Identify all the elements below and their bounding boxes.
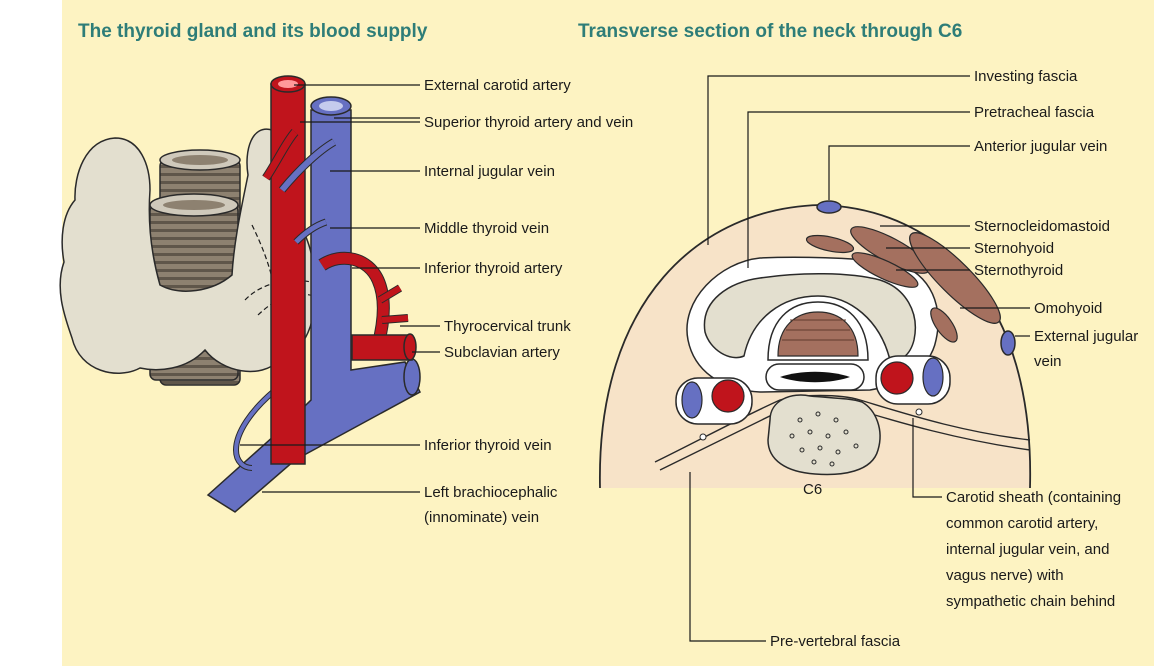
left-panel-title: The thyroid gland and its blood supply	[78, 21, 428, 42]
label-internal-jugular-vein: Internal jugular vein	[424, 163, 555, 180]
label-superior-thyroid-artery-vein: Superior thyroid artery and vein	[424, 114, 633, 131]
label-external-jugular-vein-line2: vein	[1034, 353, 1062, 370]
label-inferior-thyroid-artery: Inferior thyroid artery	[424, 260, 563, 277]
label-subclavian-artery: Subclavian artery	[444, 344, 560, 361]
label-sternothyroid: Sternothyroid	[974, 262, 1063, 279]
right-panel-title: Transverse section of the neck through C…	[578, 21, 962, 42]
label-anterior-jugular-vein: Anterior jugular vein	[974, 138, 1107, 155]
label-carotid-sheath-line5: sympathetic chain behind	[946, 593, 1115, 610]
label-middle-thyroid-vein: Middle thyroid vein	[424, 220, 549, 237]
label-external-jugular-vein-line1: External jugular	[1034, 328, 1138, 345]
label-sternohyoid: Sternohyoid	[974, 240, 1054, 257]
label-c6: C6	[803, 481, 822, 498]
label-carotid-sheath-line1: Carotid sheath (containing	[946, 489, 1121, 506]
label-external-carotid-artery: External carotid artery	[424, 77, 571, 94]
label-investing-fascia: Investing fascia	[974, 68, 1078, 85]
label-pretracheal-fascia: Pretracheal fascia	[974, 104, 1095, 121]
label-carotid-sheath-line4: vagus nerve) with	[946, 567, 1064, 584]
external-jugular-vein	[1001, 331, 1015, 355]
label-left-brachiocephalic-vein-line1: Left brachiocephalic	[424, 484, 558, 501]
label-thyrocervical-trunk: Thyrocervical trunk	[444, 318, 571, 335]
label-carotid-sheath-line3: internal jugular vein, and	[946, 541, 1109, 558]
label-inferior-thyroid-vein: Inferior thyroid vein	[424, 437, 552, 454]
label-left-brachiocephalic-vein-line2: (innominate) vein	[424, 509, 539, 526]
label-sternocleidomastoid: Sternocleidomastoid	[974, 218, 1110, 235]
label-prevertebral-fascia: Pre-vertebral fascia	[770, 633, 901, 650]
label-carotid-sheath-line2: common carotid artery,	[946, 515, 1098, 532]
label-omohyoid: Omohyoid	[1034, 300, 1102, 317]
anterior-jugular-vein	[817, 201, 841, 213]
